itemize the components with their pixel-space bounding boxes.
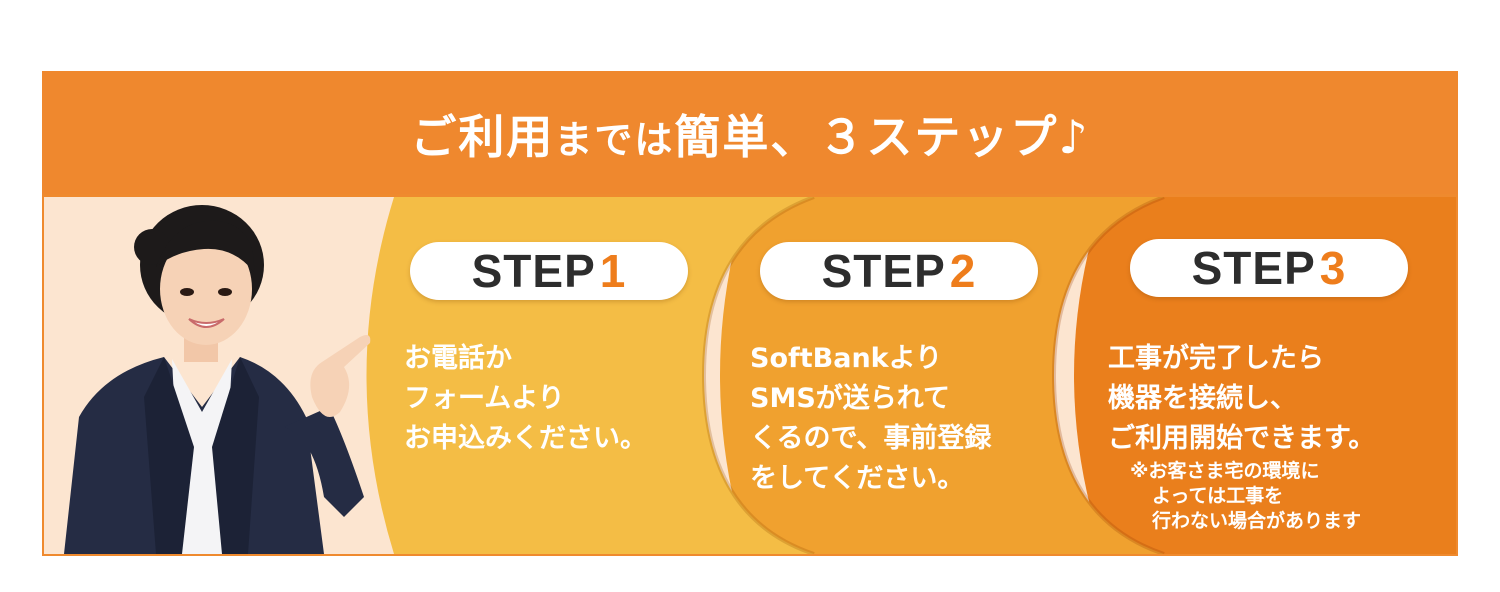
banner-title: ご利用までは簡単、３ステップ♪ (42, 101, 1458, 167)
step2-description: SoftBankより SMSが送られて くるので、事前登録 をしてください。 (750, 343, 992, 494)
banner-header: ご利用までは簡単、３ステップ♪ (42, 71, 1458, 194)
step3-label: STEP (1191, 242, 1316, 294)
step2-label: STEP (821, 245, 946, 297)
step2-number: 2 (949, 245, 977, 297)
person-illustration (64, 205, 371, 554)
step3-note: ※お客さま宅の環境に よっては工事を 行わない場合があります (1130, 460, 1362, 532)
step3-description: 工事が完了したら 機器を接続し、 ご利用開始できます。 (1108, 343, 1376, 454)
step3-number: 3 (1319, 242, 1347, 294)
step1-description: お電話か フォームより お申込みください。 (404, 343, 647, 454)
title-part-until: までは (554, 118, 675, 162)
step1-number: 1 (599, 245, 627, 297)
title-part-easy-steps: 簡単、３ステップ♪ (674, 110, 1090, 164)
step1-label: STEP (471, 245, 596, 297)
steps-banner: ご利用までは簡単、３ステップ♪ (42, 71, 1458, 556)
title-part-usage: ご利用 (410, 110, 555, 164)
